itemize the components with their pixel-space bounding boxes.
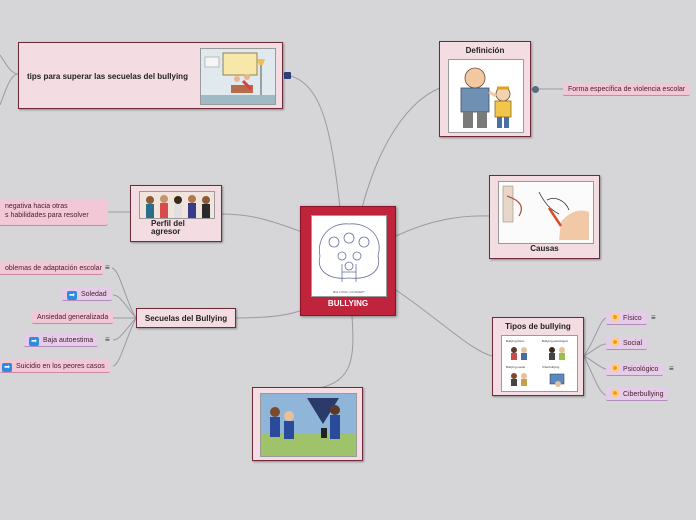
leaf-secuela-suicidio-label: Suicidio en los peores casos bbox=[16, 363, 105, 370]
perfil-image bbox=[139, 191, 215, 219]
node-image-students[interactable] bbox=[252, 387, 363, 461]
leaf-secuela-autoestima-label: Baja autoestima bbox=[43, 337, 94, 344]
leaf-secuela-soledad[interactable]: ➡ Soledad bbox=[62, 288, 112, 301]
leaf-tipo-ciberbullying[interactable]: Ciberbullying bbox=[606, 388, 669, 401]
leaf-secuela-ansiedad-label: Ansiedad generalizada bbox=[37, 314, 109, 321]
bullet-dot-icon bbox=[611, 313, 619, 321]
node-secuelas[interactable]: Secuelas del Bullying bbox=[136, 308, 236, 328]
tips-note-icon[interactable] bbox=[284, 72, 291, 79]
leaf-tipo-psicologico-label: Psicológico bbox=[623, 366, 659, 373]
leaf-secuela-suicidio[interactable]: ➡ Suicidio en los peores casos bbox=[0, 360, 110, 373]
bullet-dot-icon bbox=[611, 389, 619, 397]
leaf-forma-especifica[interactable]: Forma específica de violencia escolar bbox=[563, 83, 691, 96]
students-image bbox=[260, 393, 357, 457]
leaf-tipo-fisico-label: Físico bbox=[623, 315, 642, 322]
central-image-caption: BULLYING | CONCEPT bbox=[333, 290, 365, 294]
causas-image bbox=[498, 181, 594, 244]
arrow-right-icon: ➡ bbox=[67, 291, 77, 300]
globe-icon[interactable] bbox=[532, 86, 539, 93]
leaf-secuela-soledad-label: Soledad bbox=[81, 291, 107, 298]
tipos-image: Bullying físico Bullying psicológico Bul… bbox=[501, 335, 578, 392]
leaf-tipo-ciberbullying-label: Ciberbullying bbox=[623, 391, 664, 398]
definicion-image bbox=[448, 59, 524, 133]
node-causas-label: Causas bbox=[530, 244, 559, 253]
node-tips[interactable]: tips para superar las secuelas del bully… bbox=[18, 42, 283, 109]
svg-text:Bullying físico: Bullying físico bbox=[506, 339, 525, 343]
arrow-right-icon: ➡ bbox=[29, 337, 39, 346]
node-perfil-label: Perfil del agresor bbox=[151, 219, 185, 236]
central-topic-image: BULLYING | CONCEPT bbox=[311, 215, 387, 297]
arrow-right-icon: ➡ bbox=[2, 363, 12, 372]
central-topic-bullying[interactable]: BULLYING | CONCEPT BULLYING bbox=[300, 206, 396, 316]
tips-image bbox=[200, 48, 276, 105]
menu-icon[interactable]: ≡ bbox=[105, 263, 110, 272]
leaf-secuela-ansiedad[interactable]: Ansiedad generalizada bbox=[32, 311, 114, 324]
bullet-dot-icon bbox=[611, 364, 619, 372]
node-causas[interactable]: Causas bbox=[489, 175, 600, 259]
node-tipos-label: Tipos de bullying bbox=[505, 322, 571, 331]
svg-text:Ciberbullying: Ciberbullying bbox=[542, 365, 560, 369]
node-definicion-label: Definición bbox=[465, 46, 505, 55]
leaf-secuela-adaptacion[interactable]: oblemas de adaptación escolar bbox=[0, 262, 103, 275]
menu-icon[interactable]: ≡ bbox=[651, 313, 656, 322]
menu-icon[interactable]: ≡ bbox=[105, 335, 110, 344]
menu-icon[interactable]: ≡ bbox=[669, 364, 674, 373]
leaf-tipo-psicologico[interactable]: Psicológico bbox=[606, 363, 664, 376]
leaf-perfil-traits[interactable]: negativa hacia otras s habilidades para … bbox=[0, 199, 108, 226]
svg-text:Bullying psicológico: Bullying psicológico bbox=[542, 339, 569, 343]
leaf-perfil-line-2: s habilidades para resolver bbox=[5, 212, 89, 219]
node-secuelas-label: Secuelas del Bullying bbox=[144, 314, 228, 323]
leaf-secuela-adaptacion-label: oblemas de adaptación escolar bbox=[5, 265, 102, 272]
bullet-dot-icon bbox=[611, 338, 619, 346]
leaf-tipo-social[interactable]: Social bbox=[606, 337, 648, 350]
leaf-tipo-fisico[interactable]: Físico bbox=[606, 312, 647, 325]
node-definicion[interactable]: Definición bbox=[439, 41, 531, 137]
leaf-tipo-social-label: Social bbox=[623, 340, 643, 347]
central-topic-label: BULLYING bbox=[327, 299, 369, 308]
node-tips-label: tips para superar las secuelas del bully… bbox=[27, 72, 188, 81]
leaf-secuela-autoestima[interactable]: ➡ Baja autoestima bbox=[24, 334, 99, 347]
node-tipos[interactable]: Tipos de bullying Bullying físico Bullyi… bbox=[492, 317, 584, 396]
leaf-perfil-line-1: negativa hacia otras bbox=[5, 203, 68, 210]
node-perfil-agresor[interactable]: Perfil del agresor bbox=[130, 185, 222, 242]
svg-text:Bullying social: Bullying social bbox=[506, 365, 525, 369]
